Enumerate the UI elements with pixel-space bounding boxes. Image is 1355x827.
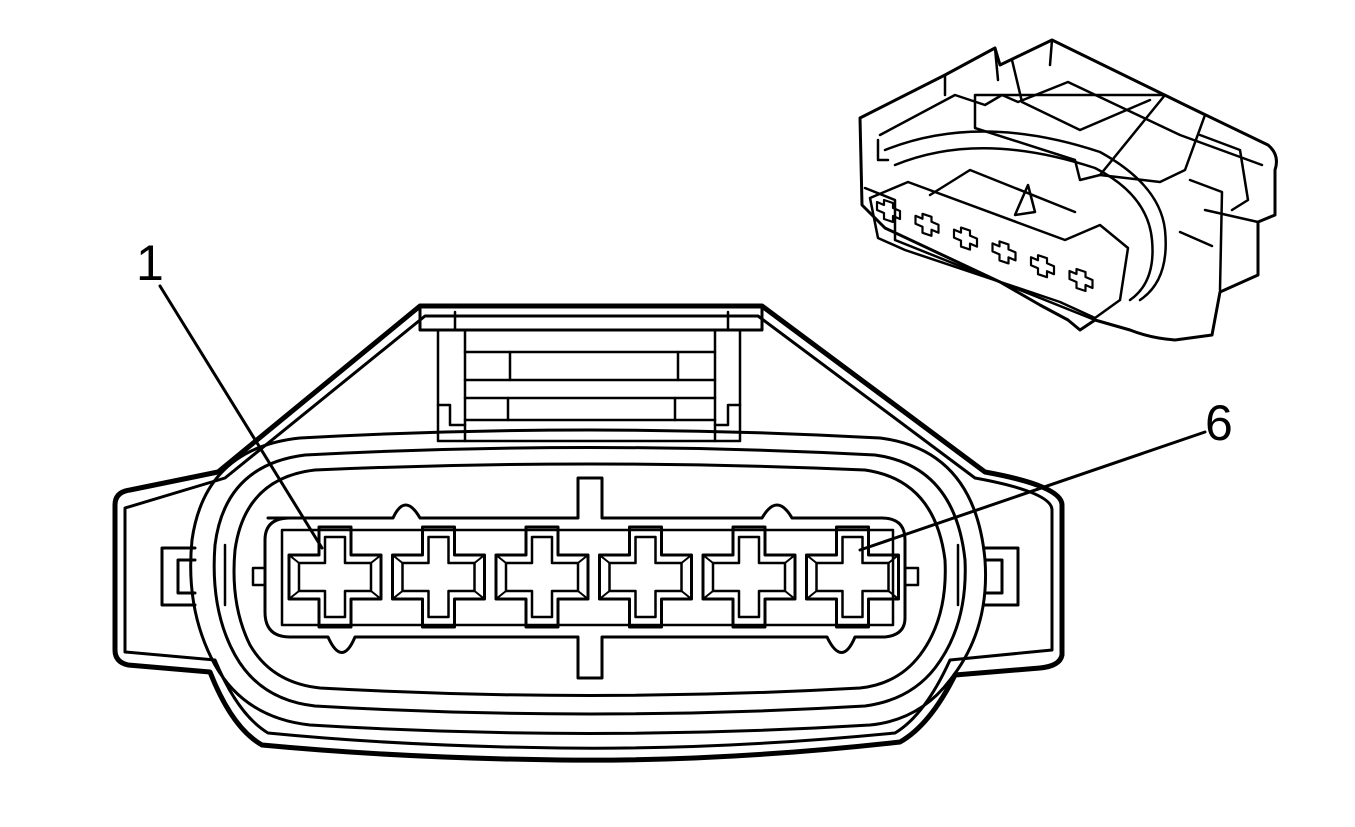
terminal-cavity-1 xyxy=(287,525,383,629)
connector-isometric-view xyxy=(858,38,1278,342)
connector-housing-inner xyxy=(123,314,1054,750)
side-key-left xyxy=(160,546,197,607)
iso-terminal-1 xyxy=(875,198,902,224)
leader-line-pin-1 xyxy=(158,284,324,550)
iso-terminal-4 xyxy=(991,240,1017,265)
connector-face-view xyxy=(112,284,1207,763)
callout-pin-6: 6 xyxy=(1205,395,1233,451)
iso-terminal-5 xyxy=(1029,254,1056,279)
iso-terminal-6 xyxy=(1068,267,1094,293)
terminal-cavity-4 xyxy=(598,525,693,629)
terminal-cavity-5 xyxy=(701,525,797,629)
iso-terminal-cavities xyxy=(875,198,1094,293)
iso-terminal-face xyxy=(868,180,1130,320)
iso-terminal-3 xyxy=(952,226,979,251)
seal-ring-outer xyxy=(189,428,988,735)
terminal-cavity-3 xyxy=(494,525,590,629)
leader-line-pin-6 xyxy=(858,430,1207,552)
iso-housing-outline xyxy=(858,38,1278,342)
seal-ring-middle xyxy=(212,446,967,716)
side-key-right xyxy=(983,546,1020,607)
iso-terminal-2 xyxy=(914,212,940,237)
terminal-cavities xyxy=(287,525,900,629)
connector-outer-housing xyxy=(112,303,1065,763)
seal-ring-inner xyxy=(232,462,947,697)
locking-latch xyxy=(418,304,764,443)
terminal-cavity-2 xyxy=(391,525,486,629)
terminal-cavity-6 xyxy=(805,525,900,629)
callout-pin-1: 1 xyxy=(136,235,164,291)
pin-cavity-frame xyxy=(263,476,907,680)
